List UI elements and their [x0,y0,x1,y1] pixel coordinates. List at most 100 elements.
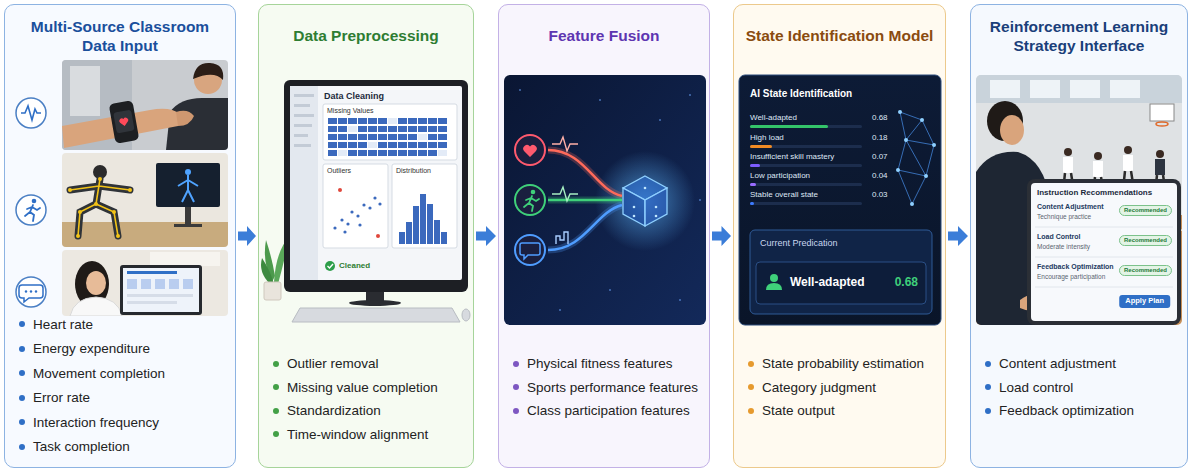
panel-grounds [4,4,1188,468]
screen-label: Well-adapted [750,113,797,122]
screen-label: 0.04 [872,171,888,180]
screen-label: Technique practice [1037,213,1091,220]
bullet-row: Missing value completion [273,376,469,400]
bullet-text: Time-window alignment [287,427,428,442]
panel-title: Feature Fusion [548,26,659,45]
bullet-row: Category judgment [748,376,941,400]
bullet-row: State output [748,399,941,423]
screen-label: Insufficient skill mastery [750,152,834,161]
bullet-dot [273,431,279,437]
screen-label: Distribution [396,167,431,175]
screen-label: Data Cleaning [324,91,384,101]
photo-tablet-student [62,250,228,316]
screen-label: Instruction Recommendations [1037,188,1152,197]
bullet-dot [985,408,991,414]
flow-arrow [948,226,968,246]
panel: State Identification ModelState probabil… [733,4,946,468]
bullet-dot [19,321,25,327]
bullet-text: State output [762,403,835,418]
screen-label: 0.18 [872,133,888,142]
flow-arrow [712,226,731,246]
screen-label: Low participation [750,171,810,180]
panel: Feature FusionPhysical fitness featuresS… [498,4,710,468]
screen-label: 0.68 [895,276,918,290]
bullet-row: Task completion [19,435,231,460]
screen-label: AI State Identification [750,88,852,100]
bullet-row: Standardization [273,399,469,423]
bullet-row: State probability estimation [748,352,941,376]
bullet-row: Movement completion [19,361,231,386]
panel-title: Data Preprocessing [293,26,439,45]
screen-label: Stable overall state [750,190,818,199]
screen-label: Content Adjustment [1037,203,1104,211]
bullet-text: Movement completion [33,366,165,381]
bullet-text: Sports performance features [527,380,698,395]
bullet-row: Time-window alignment [273,423,469,447]
bullet-text: Interaction frequency [33,415,159,430]
bullet-row: Heart rate [19,312,231,337]
screen-label: Load Control [1037,233,1081,241]
bullet-row: Error rate [19,386,231,411]
screen-label: Cleaned [339,261,370,270]
bullet-dot [748,408,754,414]
bullet-list: Physical fitness featuresSports performa… [513,352,705,423]
bullet-row: Load control [985,376,1183,400]
bullet-text: Feedback optimization [999,403,1134,418]
screen-label: Missing Values [327,107,374,115]
bullet-text: Class participation features [527,403,690,418]
title-wrap: State Identification Model [734,9,945,63]
screen-label: Feedback Optimization [1037,263,1114,271]
state-screen [739,75,941,325]
screen-label: 0.07 [872,152,888,161]
bullet-dot [19,395,25,401]
bullet-text: Error rate [33,390,90,405]
bullet-row: Feedback optimization [985,399,1183,423]
bullet-dot [273,384,279,390]
bullet-text: Energy expenditure [33,341,150,356]
bullet-text: Content adjustment [999,356,1116,371]
panel-title: Multi-Source Classroom Data Input [16,17,224,56]
title-wrap: Multi-Source Classroom Data Input [5,9,235,63]
bullet-dot [513,408,519,414]
screen-label: Encourage participation [1037,273,1105,280]
title-wrap: Data Preprocessing [259,9,473,63]
bullet-dot [985,384,991,390]
bullet-row: Physical fitness features [513,352,705,376]
bullet-text: Missing value completion [287,380,438,395]
bullet-list: Content adjustmentLoad controlFeedback o… [985,352,1183,423]
bullet-text: Task completion [33,439,130,454]
title-wrap: Feature Fusion [499,9,709,63]
bullet-list: Outlier removalMissing value completionS… [273,352,469,446]
screen-label: High load [750,133,784,142]
panel-title: Reinforcement Learning Strategy Interfac… [975,17,1183,56]
bullet-row: Content adjustment [985,352,1183,376]
screen-label: Moderate intensity [1037,243,1090,250]
photo-smartwatch [62,60,228,150]
source-icons [16,98,46,307]
button-label: Apply Plan [1119,295,1170,308]
bullet-dot [985,361,991,367]
status-pill: Recommended [1119,235,1172,246]
photo-motion-capture [62,153,228,247]
panel: Data PreprocessingOutlier removalMissing… [258,4,474,468]
bullet-row: Energy expenditure [19,337,231,362]
bullet-dot [19,346,25,352]
bullet-dot [273,361,279,367]
bullet-text: Standardization [287,403,381,418]
title-wrap: Reinforcement Learning Strategy Interfac… [971,9,1187,63]
bullet-text: Category judgment [762,380,876,395]
bullet-text: Heart rate [33,317,93,332]
bullet-dot [19,370,25,376]
fusion-illustration [504,75,706,325]
bullet-row: Sports performance features [513,376,705,400]
screen-label: Outliers [327,167,351,175]
bullet-list: State probability estimationCategory jud… [748,352,941,423]
monitor-illustration [261,80,470,322]
flow-arrow [476,226,496,246]
bullet-text: State probability estimation [762,356,924,371]
bullet-dot [748,384,754,390]
bullet-text: Load control [999,380,1073,395]
